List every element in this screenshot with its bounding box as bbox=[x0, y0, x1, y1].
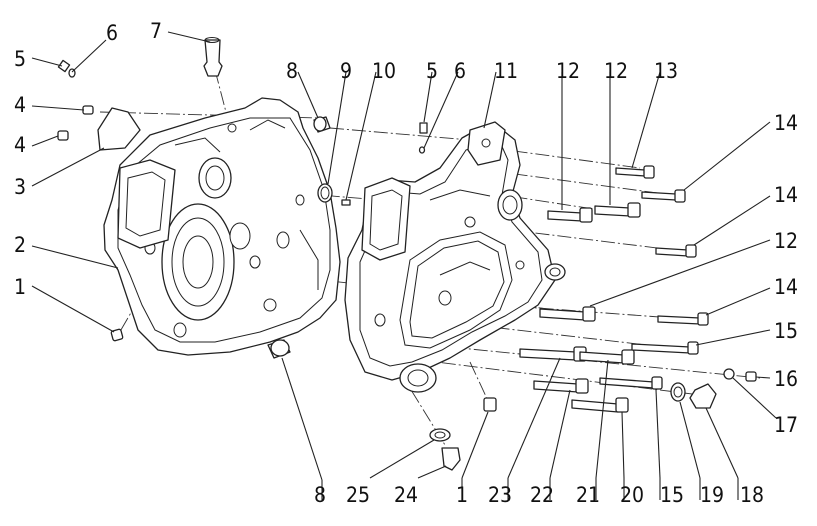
callout-label: 5 bbox=[14, 47, 26, 71]
callout-label: 4 bbox=[14, 133, 26, 157]
callout-label: 7 bbox=[150, 19, 162, 43]
pin-10 bbox=[341, 199, 351, 206]
washer-25 bbox=[429, 428, 451, 442]
small-parts bbox=[57, 37, 757, 471]
callout-labels: 5 6 7 4 4 3 2 1 8 9 10 5 6 11 12 12 13 1… bbox=[14, 19, 798, 507]
washer-17 bbox=[723, 368, 735, 380]
bolt-4-lower bbox=[57, 130, 69, 141]
callout-label: 2 bbox=[14, 233, 26, 257]
bolt-4-upper bbox=[82, 105, 94, 115]
washer-19 bbox=[670, 382, 686, 402]
callout-label: 14 bbox=[774, 275, 798, 299]
left-crankcase-half bbox=[103, 97, 341, 356]
callout-label: 15 bbox=[660, 483, 684, 507]
bolts bbox=[519, 165, 709, 413]
callout-label: 1 bbox=[14, 275, 26, 299]
callout-label: 12 bbox=[604, 59, 628, 83]
callout-label: 10 bbox=[372, 59, 396, 83]
leader-lines bbox=[31, 31, 777, 500]
callout-label: 13 bbox=[654, 59, 678, 83]
callout-label: 22 bbox=[530, 483, 554, 507]
callout-label: 15 bbox=[774, 319, 798, 343]
plug-1-lower bbox=[483, 397, 497, 412]
plug-1-left bbox=[110, 328, 124, 342]
cover-plate-3 bbox=[97, 107, 141, 151]
callout-label: 9 bbox=[340, 59, 352, 83]
screw-5-right bbox=[419, 122, 428, 134]
screw-5 bbox=[57, 59, 71, 73]
callout-label: 24 bbox=[394, 483, 418, 507]
plug-18 bbox=[689, 383, 717, 409]
callout-label: 5 bbox=[426, 59, 438, 83]
callout-label: 1 bbox=[456, 483, 468, 507]
callout-label: 19 bbox=[700, 483, 724, 507]
callout-label: 12 bbox=[774, 229, 798, 253]
callout-label: 12 bbox=[556, 59, 580, 83]
callout-label: 25 bbox=[346, 483, 370, 507]
callout-label: 8 bbox=[314, 483, 326, 507]
callout-label: 14 bbox=[774, 183, 798, 207]
oring-9 bbox=[317, 183, 333, 203]
callout-label: 18 bbox=[740, 483, 764, 507]
right-crankcase-half bbox=[344, 121, 566, 393]
callout-label: 21 bbox=[576, 483, 600, 507]
bolt-16 bbox=[745, 371, 757, 382]
callout-label: 8 bbox=[286, 59, 298, 83]
callout-label: 11 bbox=[494, 59, 518, 83]
callout-label: 23 bbox=[488, 483, 512, 507]
callout-label: 6 bbox=[106, 21, 118, 45]
callout-label: 6 bbox=[454, 59, 466, 83]
pipe-7 bbox=[203, 39, 223, 77]
callout-label: 17 bbox=[774, 413, 798, 437]
callout-label: 16 bbox=[774, 367, 798, 391]
callout-label: 14 bbox=[774, 111, 798, 135]
callout-label: 4 bbox=[14, 93, 26, 117]
callout-label: 3 bbox=[14, 175, 26, 199]
callout-label: 20 bbox=[620, 483, 644, 507]
drain-bolt-24 bbox=[441, 447, 461, 471]
